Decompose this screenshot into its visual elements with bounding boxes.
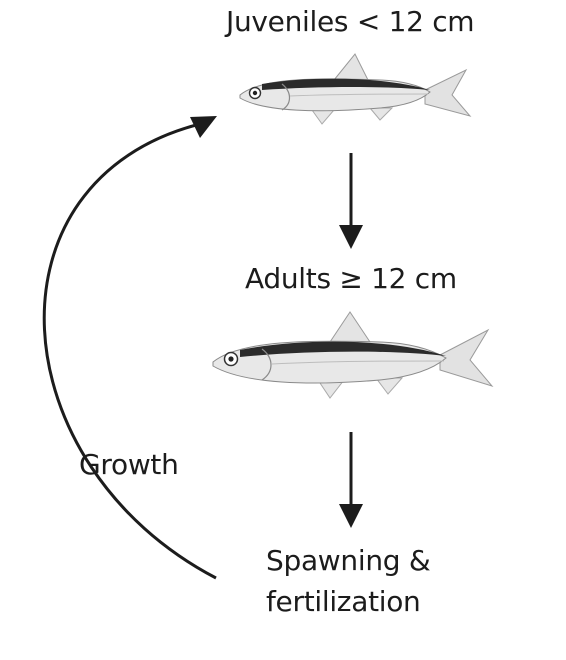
stage-label-spawning-line2: fertilization — [266, 585, 421, 618]
stage-label-juveniles: Juveniles < 12 cm — [226, 5, 475, 38]
stage-label-spawning: Spawning & fertilization — [266, 540, 431, 622]
arrow-growth-cycle — [42, 116, 217, 580]
arrow-juveniles-to-adults — [339, 153, 363, 249]
stage-label-spawning-line1: Spawning & — [266, 544, 431, 577]
arrow-adults-to-spawning — [339, 432, 363, 528]
stage-label-adults: Adults ≥ 12 cm — [245, 262, 457, 295]
